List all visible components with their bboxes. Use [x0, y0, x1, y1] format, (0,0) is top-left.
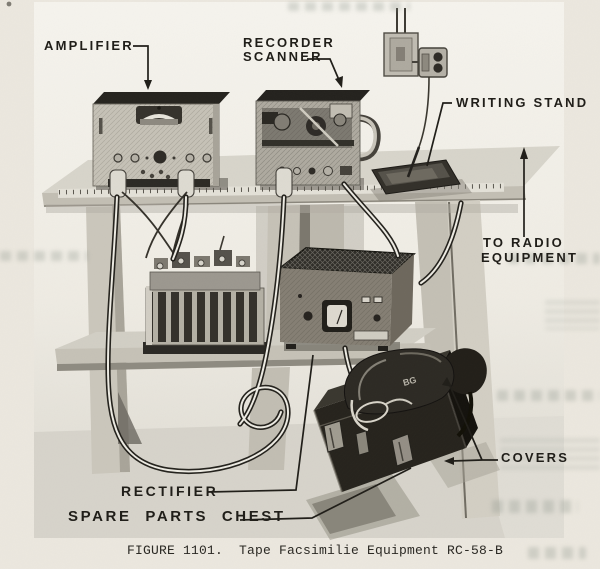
label-to-radio: TO RADIO: [483, 235, 564, 250]
bleedthrough-artifact: [492, 500, 578, 513]
bleedthrough-artifact: [288, 2, 410, 11]
bleedthrough-artifact: [528, 547, 586, 559]
photo-grain-overlay: [34, 2, 564, 538]
label-recorder: RECORDER: [243, 35, 335, 50]
bleedthrough-artifact: [545, 300, 600, 330]
label-scanner: SCANNER: [243, 49, 323, 64]
label-rectifier: RECTIFIER: [121, 483, 219, 499]
bleedthrough-artifact: [497, 390, 600, 401]
figure-caption: FIGURE 1101. Tape Facsimilie Equipment R…: [127, 543, 504, 558]
label-amplifier: AMPLIFIER: [44, 38, 134, 53]
bleedthrough-artifact: [0, 251, 88, 261]
label-writing-stand: WRITING STAND: [456, 95, 589, 110]
label-to-radio-2: EQUIPMENT: [481, 250, 579, 265]
bleedthrough-artifact: [508, 253, 600, 264]
label-spare-parts-chest: SPARE PARTS CHEST: [68, 508, 286, 525]
bleedthrough-artifact: [500, 438, 600, 470]
label-covers: COVERS: [501, 450, 570, 465]
